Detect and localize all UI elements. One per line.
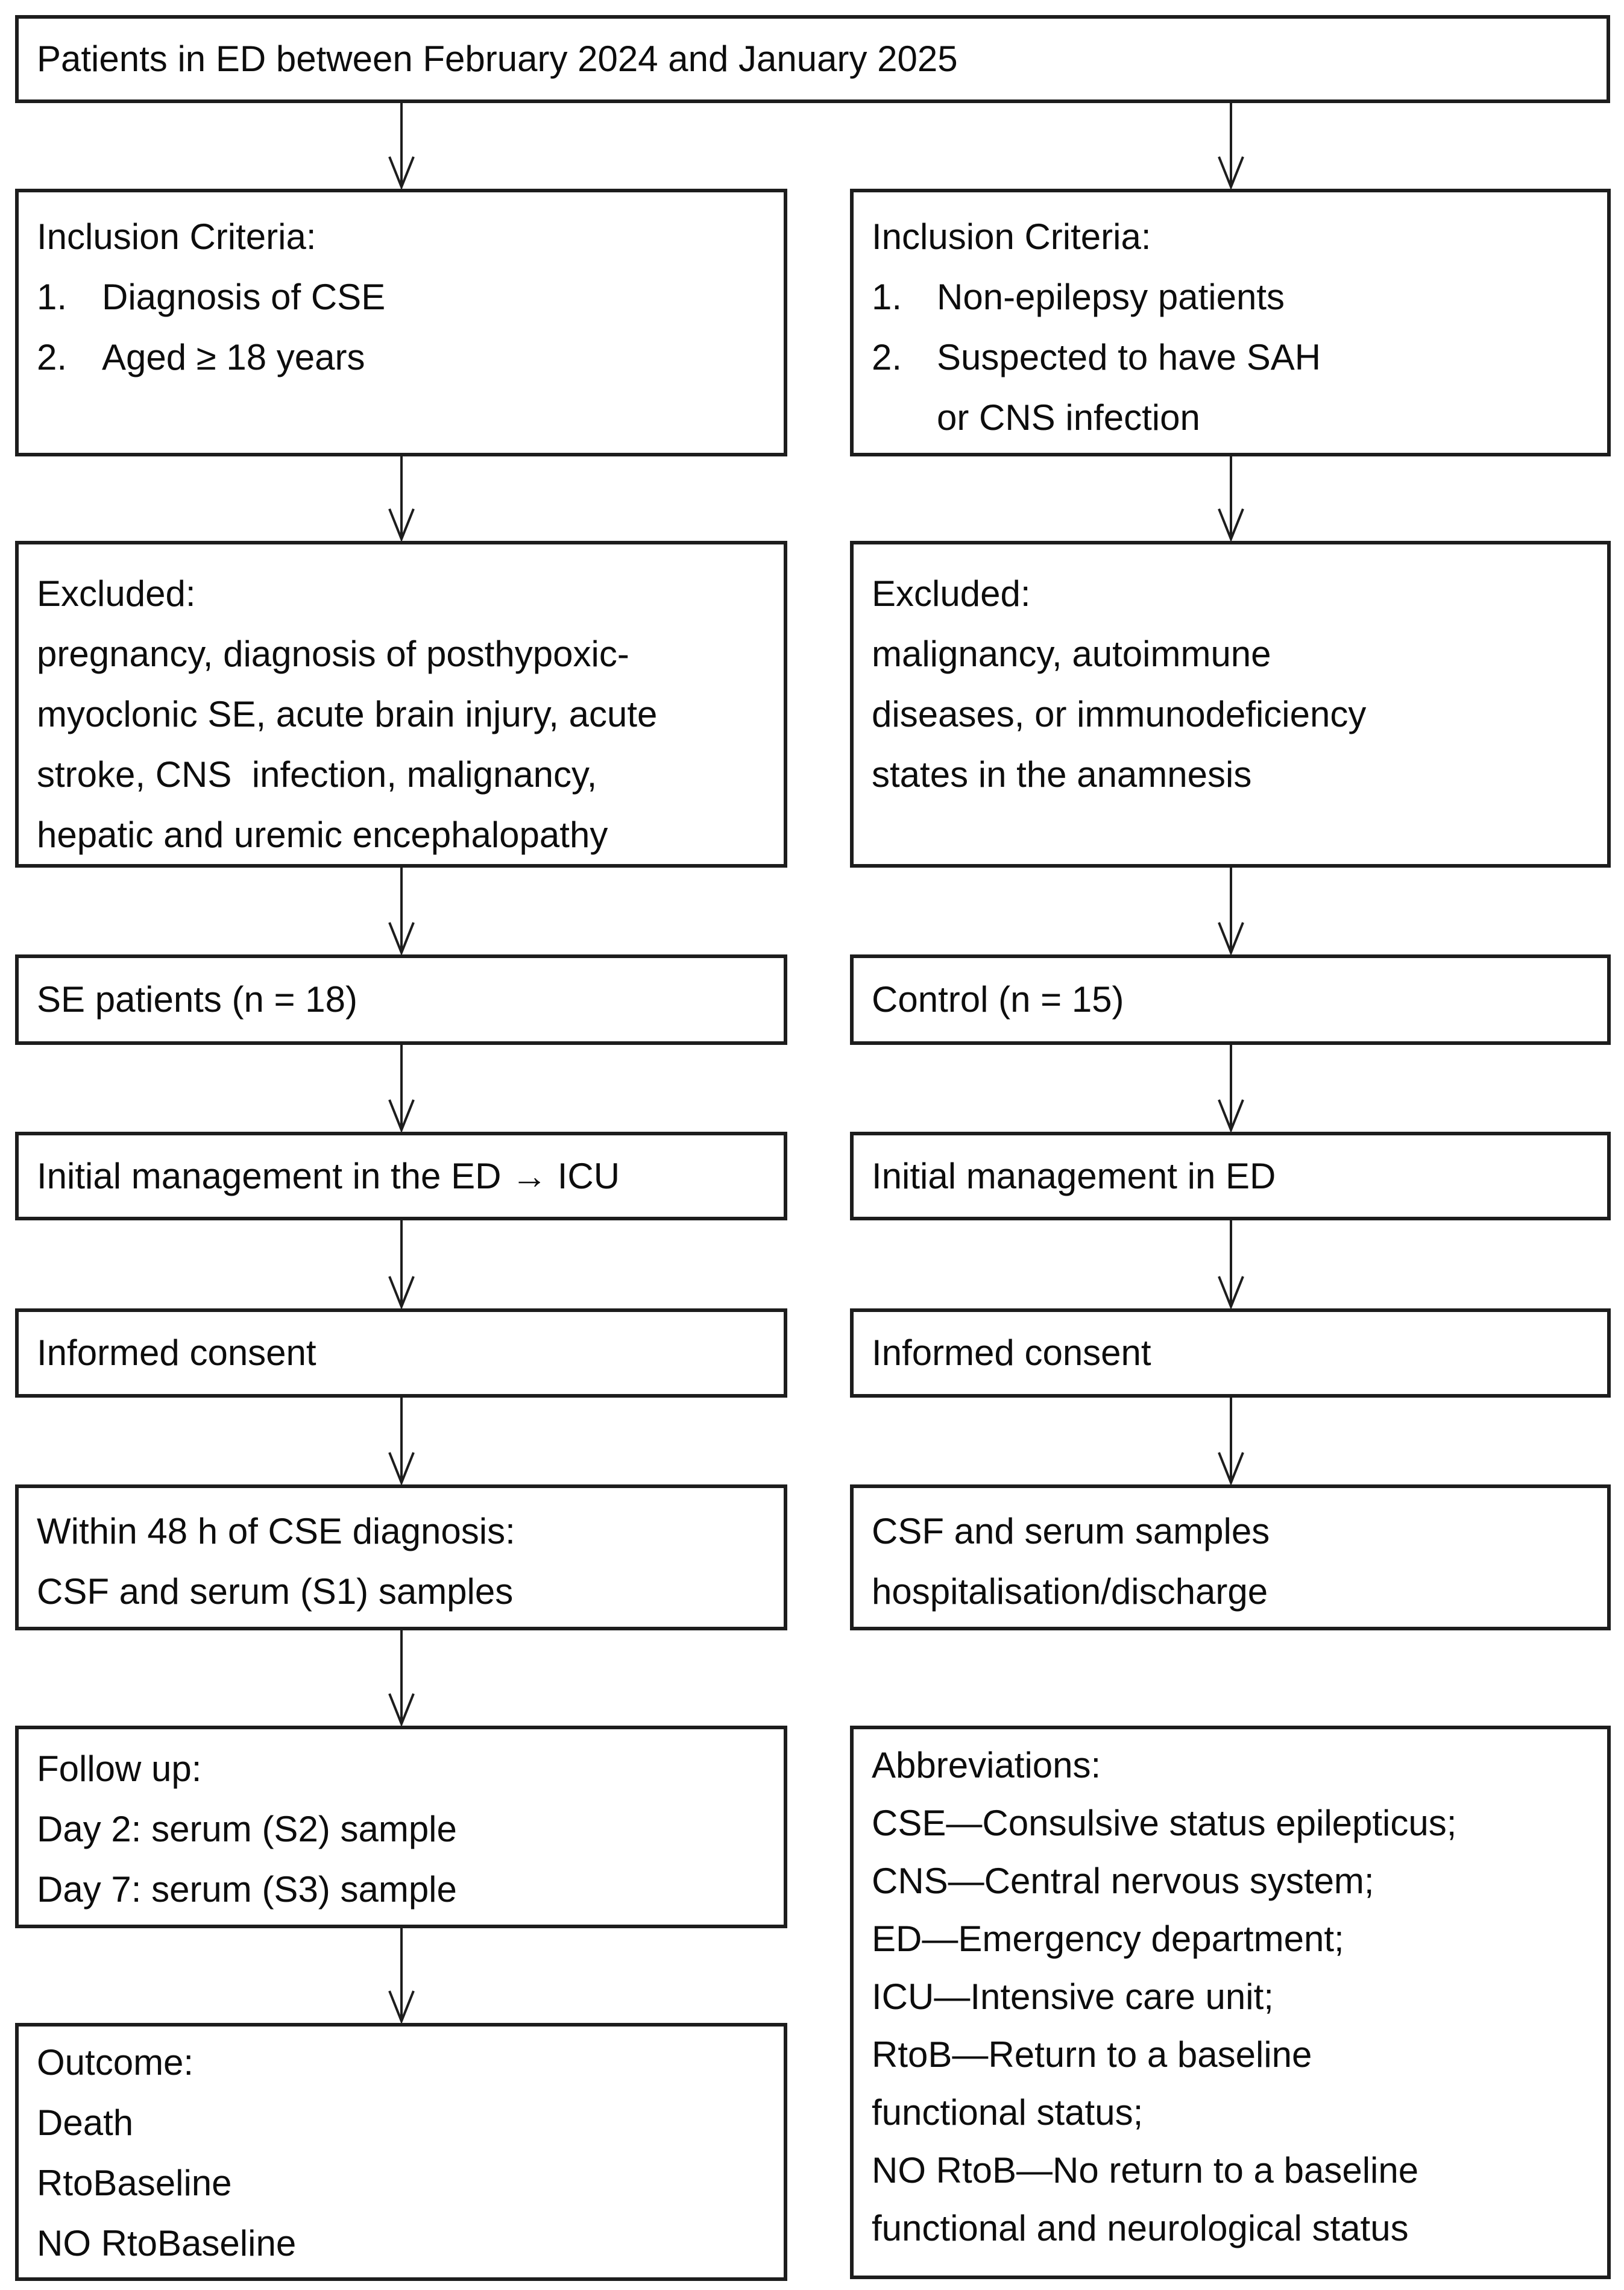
text-line: Day 7: serum (S3) sample <box>37 1869 457 1910</box>
text-line: pregnancy, diagnosis of posthypoxic- <box>37 634 629 674</box>
flow-arrow <box>388 868 415 956</box>
text-line: CSF and serum (S1) samples <box>37 1571 514 1612</box>
box-informed-consent-right: Informed consent <box>850 1308 1611 1398</box>
flow-arrow <box>1218 103 1244 191</box>
flow-arrow <box>1218 1398 1244 1486</box>
text-line: hepatic and uremic encephalopathy <box>37 815 608 855</box>
box-abbreviations: Abbreviations: CSE—Consulsive status epi… <box>850 1726 1611 2279</box>
flow-arrow <box>1218 868 1244 956</box>
box-title: Inclusion Criteria: <box>872 216 1151 257</box>
flow-arrow <box>388 456 415 543</box>
text-line: Abbreviations: <box>872 1745 1101 1785</box>
text-line: Excluded: <box>872 573 1031 614</box>
text-line: NO RtoB—No return to a baseline <box>872 2150 1419 2191</box>
box-outcome: Outcome: Death RtoBaseline NO RtoBaselin… <box>15 2023 787 2281</box>
text-line: RtoB—Return to a baseline <box>872 2034 1312 2075</box>
box-initial-management-ed: Initial management in ED <box>850 1132 1611 1220</box>
flow-arrow <box>1218 1045 1244 1134</box>
box-inclusion-control: Inclusion Criteria: 1. Non-epilepsy pati… <box>850 189 1611 456</box>
list-item: 2. Aged ≥ 18 years <box>37 327 768 388</box>
list-item: 1. Non-epilepsy patients <box>872 267 1591 327</box>
list-number: 2. <box>872 337 902 377</box>
text-line: CSE—Consulsive status epilepticus; <box>872 1803 1457 1843</box>
list-text: Non-epilepsy patients <box>937 277 1285 317</box>
text-line: diseases, or immunodeficiency <box>872 694 1367 734</box>
text-line: functional status; <box>872 2092 1144 2133</box>
box-text: Informed consent <box>37 1333 316 1373</box>
flow-arrow <box>388 1928 415 2025</box>
list-number: 1. <box>37 277 68 317</box>
box-control: Control (n = 15) <box>850 954 1611 1045</box>
list-number: 2. <box>37 337 68 377</box>
text-line: myoclonic SE, acute brain injury, acute <box>37 694 658 734</box>
box-excluded-control: Excluded: malignancy, autoimmune disease… <box>850 541 1611 868</box>
box-text: Informed consent <box>872 1333 1151 1373</box>
text-line: ED—Emergency department; <box>872 1919 1344 1959</box>
box-excluded-cse: Excluded: pregnancy, diagnosis of posthy… <box>15 541 787 868</box>
flow-arrow <box>1218 456 1244 543</box>
list-number: 1. <box>872 277 902 317</box>
text-line: Death <box>37 2102 134 2143</box>
text-line: hospitalisation/discharge <box>872 1571 1268 1612</box>
list-text: Diagnosis of CSE <box>102 277 386 317</box>
box-text: Initial management in the ED → ICU <box>37 1155 620 1196</box>
list-item: 1. Diagnosis of CSE <box>37 267 768 327</box>
text-line: ICU—Intensive care unit; <box>872 1976 1274 2017</box>
flow-arrow <box>388 1045 415 1134</box>
box-text: Control (n = 15) <box>872 979 1124 1020</box>
text-line: CNS—Central nervous system; <box>872 1861 1374 1901</box>
flow-arrow <box>388 1220 415 1310</box>
flow-arrow <box>388 1630 415 1727</box>
text-line: malignancy, autoimmune <box>872 634 1271 674</box>
text-line: stroke, CNS infection, malignancy, <box>37 754 597 795</box>
list-text: Aged ≥ 18 years <box>102 337 365 377</box>
box-text: Patients in ED between February 2024 and… <box>37 39 958 79</box>
text-line: Outcome: <box>37 2042 194 2083</box>
box-patients-ed: Patients in ED between February 2024 and… <box>15 15 1610 103</box>
box-csf-serum-samples: CSF and serum samples hospitalisation/di… <box>850 1484 1611 1630</box>
box-se-patients: SE patients (n = 18) <box>15 954 787 1045</box>
text-line: NO RtoBaseline <box>37 2223 297 2263</box>
list-item: 2. Suspected to have SAH <box>872 327 1591 388</box>
text-line: Follow up: <box>37 1749 202 1789</box>
flow-arrow <box>388 1398 415 1486</box>
flow-arrow <box>388 103 415 191</box>
text-line: CSF and serum samples <box>872 1511 1270 1551</box>
box-text: Initial management in ED <box>872 1155 1276 1196</box>
box-follow-up: Follow up: Day 2: serum (S2) sample Day … <box>15 1726 787 1928</box>
list-text-continued: or CNS infection <box>937 397 1200 438</box>
box-title: Inclusion Criteria: <box>37 216 316 257</box>
text-line: RtoBaseline <box>37 2163 232 2203</box>
box-text: SE patients (n = 18) <box>37 979 357 1020</box>
flow-arrow <box>1218 1220 1244 1310</box>
box-initial-management-icu: Initial management in the ED → ICU <box>15 1132 787 1220</box>
box-inclusion-cse: Inclusion Criteria: 1. Diagnosis of CSE … <box>15 189 787 456</box>
text-line: Day 2: serum (S2) sample <box>37 1809 457 1849</box>
text-line: functional and neurological status <box>872 2208 1409 2248</box>
box-informed-consent-left: Informed consent <box>15 1308 787 1398</box>
text-line: Excluded: <box>37 573 196 614</box>
text-line: states in the anamnesis <box>872 754 1252 795</box>
text-line: Within 48 h of CSE diagnosis: <box>37 1511 515 1551</box>
box-within-48h: Within 48 h of CSE diagnosis: CSF and se… <box>15 1484 787 1630</box>
list-text: Suspected to have SAH <box>937 337 1321 377</box>
